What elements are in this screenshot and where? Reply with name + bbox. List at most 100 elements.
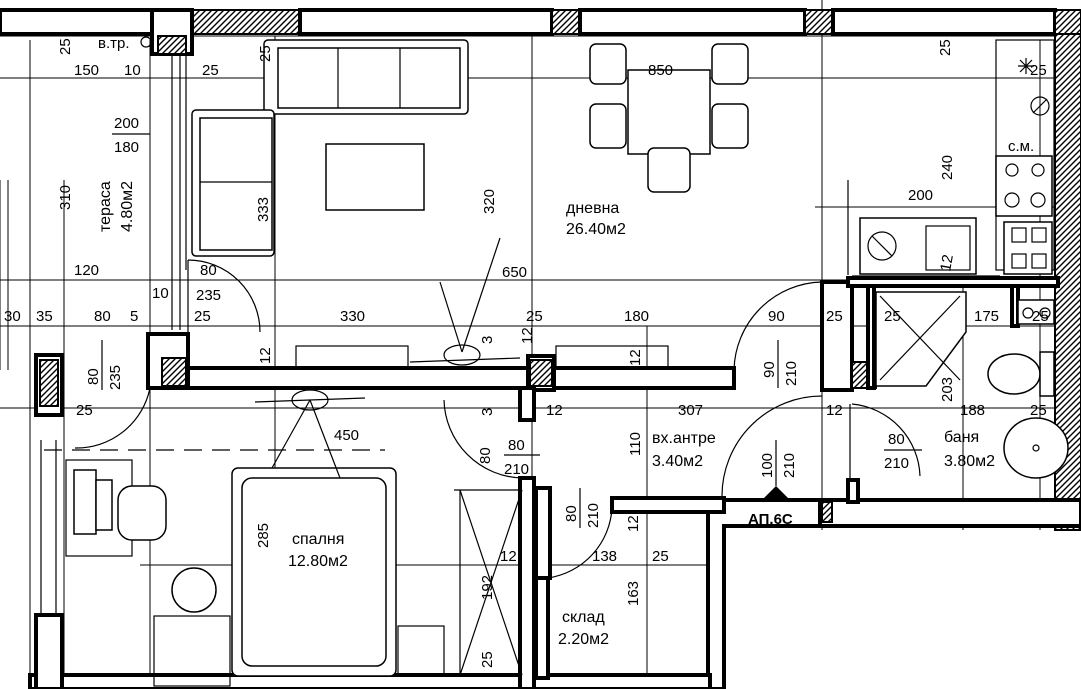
svg-text:650: 650 bbox=[502, 264, 527, 281]
svg-text:12: 12 bbox=[826, 402, 843, 419]
svg-text:192: 192 bbox=[479, 575, 496, 600]
svg-text:210: 210 bbox=[783, 361, 800, 386]
bedroom-name: спалня bbox=[292, 531, 344, 548]
svg-text:235: 235 bbox=[107, 365, 124, 390]
svg-text:35: 35 bbox=[36, 308, 53, 325]
svg-text:25: 25 bbox=[57, 38, 74, 55]
svg-text:210: 210 bbox=[585, 503, 602, 528]
svg-text:80: 80 bbox=[508, 437, 525, 454]
svg-text:180: 180 bbox=[624, 308, 649, 325]
svg-text:25: 25 bbox=[826, 308, 843, 325]
svg-text:25: 25 bbox=[202, 62, 219, 79]
terrace-area: 4.80м2 bbox=[119, 181, 136, 232]
hall-name: вх.антре bbox=[652, 430, 716, 447]
chimney-label: в.тр. bbox=[98, 35, 130, 52]
svg-text:90: 90 bbox=[768, 308, 785, 325]
svg-text:10: 10 bbox=[124, 62, 141, 79]
svg-text:25: 25 bbox=[884, 308, 901, 325]
svg-text:12: 12 bbox=[937, 253, 957, 272]
round-table bbox=[171, 567, 217, 613]
svg-text:12: 12 bbox=[257, 347, 274, 364]
svg-text:25: 25 bbox=[76, 402, 93, 419]
svg-text:25: 25 bbox=[257, 45, 274, 62]
svg-text:175: 175 bbox=[974, 308, 999, 325]
svg-text:5: 5 bbox=[130, 308, 138, 325]
svg-text:333: 333 bbox=[255, 197, 272, 222]
svg-text:180: 180 bbox=[114, 139, 139, 156]
storage-name: склад bbox=[562, 609, 605, 626]
svg-text:200: 200 bbox=[114, 115, 139, 132]
apartment-label: АП.6С bbox=[748, 511, 793, 528]
svg-text:25: 25 bbox=[479, 651, 496, 668]
svg-text:80: 80 bbox=[85, 368, 102, 385]
svg-text:110: 110 bbox=[627, 432, 644, 456]
svg-text:25: 25 bbox=[937, 39, 954, 56]
interior-walls bbox=[146, 276, 1060, 689]
washer-label: с.м. bbox=[1008, 138, 1034, 155]
svg-text:25: 25 bbox=[1030, 402, 1047, 419]
svg-text:30: 30 bbox=[4, 308, 21, 325]
svg-text:138: 138 bbox=[592, 548, 617, 565]
svg-text:310: 310 bbox=[57, 185, 74, 210]
kitchen-sink bbox=[859, 217, 977, 275]
star-icon bbox=[1018, 58, 1034, 74]
svg-text:80: 80 bbox=[477, 447, 494, 464]
doors bbox=[74, 259, 921, 579]
svg-text:12: 12 bbox=[546, 402, 563, 419]
storage-area: 2.20м2 bbox=[558, 631, 609, 648]
svg-text:12: 12 bbox=[519, 327, 536, 344]
svg-text:450: 450 bbox=[334, 427, 359, 444]
svg-text:10: 10 bbox=[152, 285, 169, 302]
svg-text:3: 3 bbox=[479, 336, 496, 344]
bedroom-area: 12.80м2 bbox=[288, 553, 348, 570]
svg-text:235: 235 bbox=[196, 287, 221, 304]
dining-table bbox=[627, 69, 711, 155]
svg-text:25: 25 bbox=[526, 308, 543, 325]
svg-text:80: 80 bbox=[888, 431, 905, 448]
svg-text:307: 307 bbox=[678, 402, 703, 419]
bath-name: баня bbox=[944, 429, 979, 446]
living-room-area: 26.40м2 bbox=[566, 221, 626, 238]
svg-text:100: 100 bbox=[759, 453, 776, 478]
svg-text:25: 25 bbox=[1032, 308, 1049, 325]
svg-text:330: 330 bbox=[340, 308, 365, 325]
furniture bbox=[65, 39, 1069, 687]
bath-sink bbox=[1003, 417, 1069, 479]
terrace-name: тераса bbox=[97, 181, 114, 232]
svg-text:188: 188 bbox=[960, 402, 985, 419]
coffee-table bbox=[325, 143, 425, 211]
svg-text:163: 163 bbox=[625, 581, 642, 606]
svg-text:25: 25 bbox=[1030, 62, 1047, 79]
svg-text:320: 320 bbox=[481, 189, 498, 214]
svg-text:850: 850 bbox=[648, 62, 673, 79]
hall-area: 3.40м2 bbox=[652, 453, 703, 470]
svg-text:200: 200 bbox=[908, 187, 933, 204]
svg-text:25: 25 bbox=[652, 548, 669, 565]
living-room-name: дневна bbox=[566, 200, 619, 217]
windows bbox=[254, 344, 669, 411]
svg-text:240: 240 bbox=[939, 155, 956, 180]
svg-text:3: 3 bbox=[479, 408, 496, 416]
dimension-labels: 25 150 10 25 25 850 25 25 200 180 310 33… bbox=[4, 38, 1049, 668]
svg-text:12: 12 bbox=[500, 548, 517, 565]
svg-text:150: 150 bbox=[74, 62, 99, 79]
misc-lines bbox=[44, 36, 1034, 500]
svg-text:12: 12 bbox=[627, 349, 644, 366]
svg-text:25: 25 bbox=[194, 308, 211, 325]
svg-text:12: 12 bbox=[625, 515, 642, 532]
room-labels: дневна 26.40м2 тераса 4.80м2 спалня 12.8… bbox=[97, 35, 1034, 648]
svg-text:90: 90 bbox=[761, 361, 778, 378]
svg-text:203: 203 bbox=[939, 377, 956, 402]
bath-area: 3.80м2 bbox=[944, 453, 995, 470]
svg-text:210: 210 bbox=[504, 461, 529, 478]
apartment-marker-icon bbox=[762, 486, 790, 500]
svg-text:210: 210 bbox=[884, 455, 909, 472]
toilet bbox=[987, 353, 1041, 395]
svg-text:285: 285 bbox=[255, 523, 272, 548]
svg-text:80: 80 bbox=[563, 505, 580, 522]
svg-text:80: 80 bbox=[94, 308, 111, 325]
svg-text:120: 120 bbox=[74, 262, 99, 279]
svg-text:80: 80 bbox=[200, 262, 217, 279]
svg-text:210: 210 bbox=[781, 453, 798, 478]
